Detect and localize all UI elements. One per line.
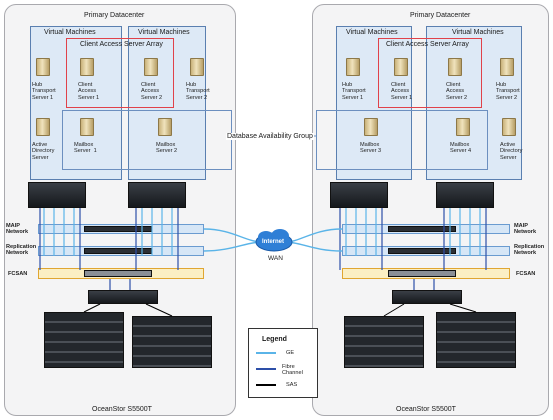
right-host-2 [436,182,494,208]
server-label: Active Directory Server [32,142,55,161]
server-label: Client Access Server 1 [391,82,413,101]
right-storage-controller [392,290,462,304]
right-cas-array [378,38,482,108]
server-label: Hub Transport Server 1 [32,82,56,101]
server-icon [190,58,204,76]
server-label: Hub Transport Server 2 [496,82,520,101]
left-storage-controller [88,290,158,304]
left-ge-links [43,208,173,256]
left-maip-label: MAIP Network [6,223,29,236]
wan-label: WAN [268,255,283,262]
legend-swatch-fibre [256,368,276,370]
right-vm-group-1 [336,26,412,180]
server-icon [364,118,378,136]
right-ge-links [345,208,481,256]
left-replication-label: Replication Network [6,244,37,257]
left-storage-label: OceanStor S5500T [92,406,152,413]
right-host-1 [330,182,388,208]
server-icon [346,58,360,76]
server-label: Active Directory Server [500,142,523,161]
right-storage-label: OceanStor S5500T [396,406,456,413]
left-disk-enclosure-2 [132,316,212,368]
server-icon [36,58,50,76]
server-icon [394,58,408,76]
legend-swatch-sas [256,384,276,386]
left-dag-region [62,110,232,170]
right-dag-region [316,110,488,170]
right-fcsan-switch [388,270,456,277]
right-maip-label: MAIP Network [514,223,537,236]
server-icon [80,118,94,136]
right-vm-group-2 [426,26,522,180]
legend-swatch-ge [256,352,276,354]
server-label: Mailbox Server 1 [74,142,97,155]
right-datacenter-title: Primary Datacenter [410,12,471,19]
right-vm-group-1-title: Virtual Machines [346,29,398,36]
left-cas-array-title: Client Access Server Array [80,41,163,48]
right-disk-enclosure-1 [344,316,424,368]
sas-links [83,303,477,317]
server-label: Hub Transport Server 2 [186,82,210,101]
left-host-2 [128,182,186,208]
legend-label-fibre: Fibre Channel [282,364,303,377]
server-label: Mailbox Server 3 [360,142,382,155]
left-vm-group-1-title: Virtual Machines [44,29,96,36]
legend-label-ge: GE [286,350,295,356]
server-label: Hub Transport Server 1 [342,82,366,101]
legend-label-sas: SAS [286,382,298,388]
right-replication-label: Replication Network [514,244,545,257]
server-icon [500,58,514,76]
server-icon [448,58,462,76]
left-vm-group-2-title: Virtual Machines [138,29,190,36]
internet-cloud-icon [255,229,293,252]
server-label: Client Access Server 1 [78,82,100,101]
server-label: Mailbox Server 4 [450,142,472,155]
left-fcsan-label: FCSAN [8,271,28,277]
right-replication-switch [388,248,456,254]
left-disk-enclosure-1 [44,312,124,368]
right-disk-enclosure-2 [436,312,516,368]
server-icon [456,118,470,136]
right-cas-array-title: Client Access Server Array [386,41,469,48]
right-vm-group-2-title: Virtual Machines [452,29,504,36]
dag-label: Database Availability Group [226,133,314,140]
server-label: Mailbox Server 2 [156,142,178,155]
server-icon [158,118,172,136]
server-icon [144,58,158,76]
left-cas-array [66,38,174,108]
server-label: Client Access Server 2 [446,82,468,101]
fibre-links [39,208,487,290]
left-fcsan-switch [84,270,152,277]
left-vm-group-1 [30,26,122,180]
server-icon [80,58,94,76]
server-icon [502,118,516,136]
internet-label: Internet [262,239,285,245]
right-maip-switch [388,226,456,232]
left-datacenter-title: Primary Datacenter [84,12,145,19]
left-vm-group-2 [128,26,206,180]
legend-box [248,328,318,398]
right-fcsan-label: FCSAN [516,271,536,277]
left-host-1 [28,182,86,208]
server-label: Client Access Server 2 [141,82,163,101]
server-icon [36,118,50,136]
legend-title: Legend [262,336,287,343]
